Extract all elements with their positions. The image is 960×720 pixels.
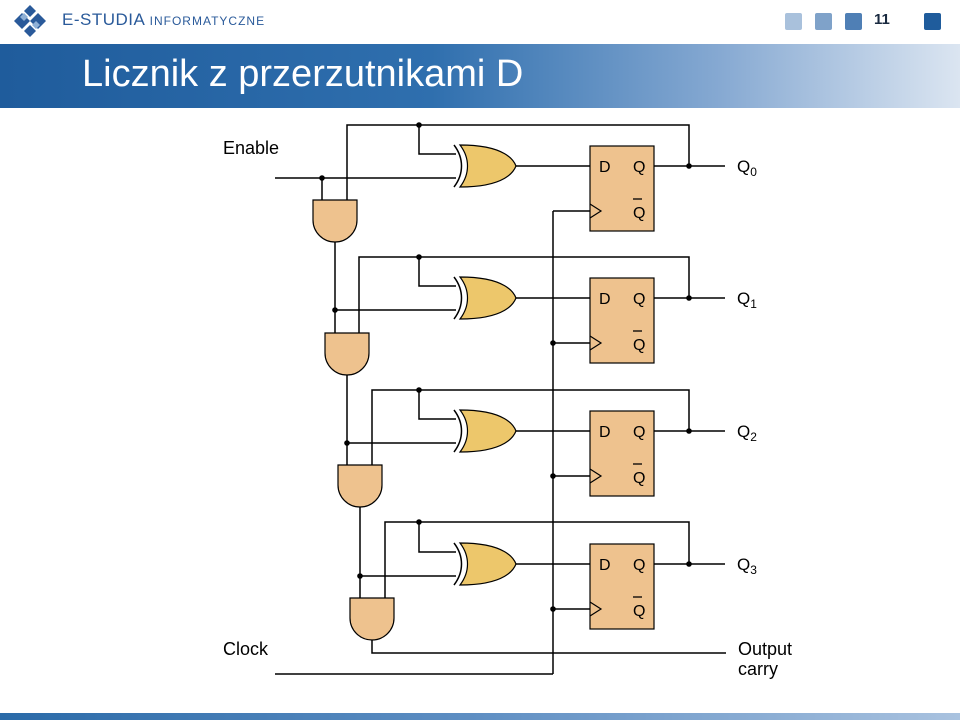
bottom-bar	[0, 713, 960, 720]
output-carry-wire	[371, 640, 726, 654]
ff-qbar-label: Q	[633, 603, 645, 620]
feedback-wire-2	[371, 389, 690, 465]
top-bar: E-STUDIA INFORMATYCZNE 11	[0, 0, 960, 42]
brand-sub: INFORMATYCZNE	[149, 14, 266, 28]
xor-input-a-3	[418, 522, 456, 553]
page-title: Licznik z przerzutnikami D	[82, 53, 524, 95]
clock-triangle-icon	[589, 601, 603, 617]
xor-input-a-2	[418, 390, 456, 420]
junction-dot	[550, 340, 556, 346]
ff-qbar-label: Q	[633, 205, 645, 222]
nav-square-4	[924, 13, 941, 30]
clock-triangle-icon	[589, 335, 603, 351]
nav-square-1	[785, 13, 802, 30]
d-flip-flop-3	[589, 543, 655, 630]
ff-d-label: D	[599, 557, 611, 574]
xor-gate-2	[453, 409, 517, 453]
xor-gate-1	[453, 276, 517, 320]
ff-qbar-label: Q	[633, 337, 645, 354]
brand-name: E-STUDIA INFORMATYCZNE	[62, 10, 265, 30]
ff-q-label: Q	[633, 291, 645, 308]
ff-qbar-label: Q	[633, 470, 645, 487]
junction-dot	[416, 254, 422, 260]
d-flip-flop-2	[589, 410, 655, 497]
xor-input-a-0	[418, 125, 456, 155]
nav-square-2	[815, 13, 832, 30]
junction-dot	[550, 473, 556, 479]
ff-q-label: Q	[633, 159, 645, 176]
d-flip-flop-1	[589, 277, 655, 364]
ff-d-label: D	[599, 159, 611, 176]
ff-q-label: Q	[633, 424, 645, 441]
ff-q-label: Q	[633, 557, 645, 574]
junction-dot	[344, 440, 350, 446]
junction-dot	[357, 573, 363, 579]
clock-triangle-icon	[589, 203, 603, 219]
clock-triangle-icon	[589, 468, 603, 484]
junction-dot	[686, 428, 692, 434]
and-gate-1	[324, 332, 370, 376]
enable-label: Enable	[223, 138, 279, 158]
q-output-label-0: Q0	[737, 157, 757, 179]
junction-dot	[686, 163, 692, 169]
and-gate-0	[312, 199, 358, 243]
junction-dot	[686, 561, 692, 567]
junction-dot	[550, 606, 556, 612]
nav-square-3	[845, 13, 862, 30]
output-carry-label-line2: carry	[738, 659, 778, 679]
xor-input-a-1	[418, 257, 456, 287]
output-carry-label-line1: Output	[738, 639, 792, 659]
title-bar: Licznik z przerzutnikami D	[0, 44, 960, 108]
and-gate-2	[337, 464, 383, 508]
xor-gate-0	[453, 144, 517, 188]
ff-d-label: D	[599, 291, 611, 308]
e-studia-logo-icon	[14, 5, 46, 37]
junction-dot	[319, 175, 325, 181]
xor-gate-3	[453, 542, 517, 586]
junction-dot	[416, 122, 422, 128]
ff-d-label: D	[599, 424, 611, 441]
d-flip-flop-0	[589, 145, 655, 232]
q-output-label-2: Q2	[737, 422, 757, 444]
q-output-label-3: Q3	[737, 555, 757, 577]
feedback-wire-3	[384, 521, 690, 598]
junction-dot	[416, 387, 422, 393]
junction-dot	[332, 307, 338, 313]
junction-dot	[686, 295, 692, 301]
brand-main: E-STUDIA	[62, 10, 145, 29]
junction-dot	[416, 519, 422, 525]
q-output-label-1: Q1	[737, 289, 757, 311]
and-gate-3	[349, 597, 395, 641]
feedback-wire-0	[346, 124, 690, 200]
clock-label: Clock	[223, 639, 269, 659]
feedback-wire-1	[358, 256, 690, 333]
page-number: 11	[874, 11, 890, 28]
